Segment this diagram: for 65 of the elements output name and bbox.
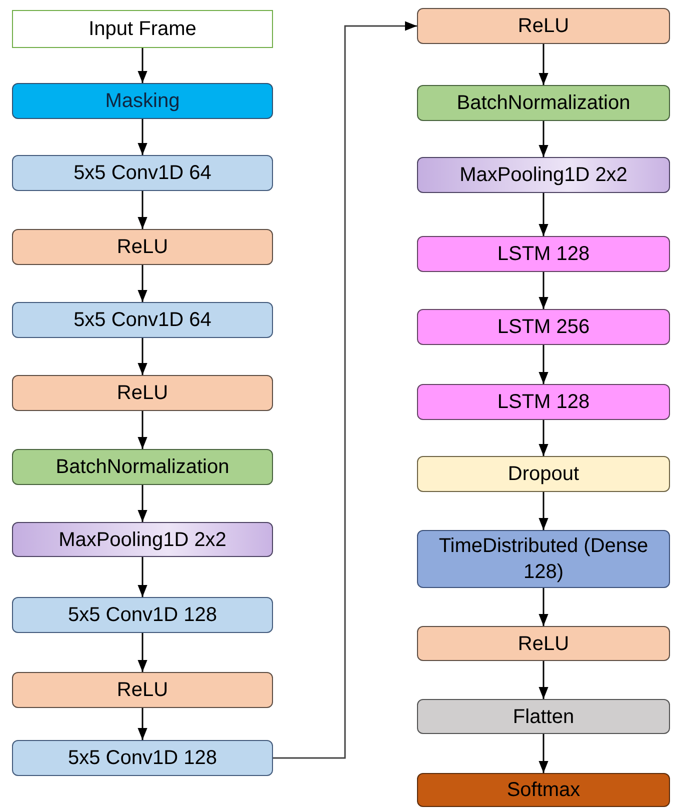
layer-box [417, 8, 670, 44]
layer-label: Softmax [506, 778, 582, 803]
layer-label: Input Frame [88, 17, 198, 42]
arrow [538, 345, 548, 384]
arrow [538, 492, 548, 530]
layer-label: TimeDistributed (Dense 128) [438, 534, 650, 585]
layer-label: 5x5 Conv1D 64 [72, 161, 212, 186]
layer-box [417, 530, 670, 588]
layer-label: Flatten [512, 704, 576, 730]
layer-box [417, 85, 670, 121]
arrow [138, 48, 148, 83]
layer-label: LSTM 256 [496, 315, 591, 340]
arrow [538, 44, 548, 85]
layer-label: ReLU [516, 632, 570, 656]
arrow [138, 557, 148, 597]
arrow [138, 485, 148, 522]
layer-box [417, 157, 670, 193]
layer-label: MaxPooling1D 2x2 [58, 528, 228, 552]
layer-label: BatchNormalization [54, 455, 230, 480]
layer-label: ReLU [516, 14, 570, 39]
layer-box [417, 626, 670, 661]
layer-label: Masking [104, 89, 181, 114]
arrow [538, 121, 548, 157]
arrow [138, 338, 148, 375]
layer-box [417, 309, 670, 345]
arrow [538, 272, 548, 309]
layer-label: Dropout [506, 462, 580, 487]
layer-label: ReLU [116, 235, 170, 260]
layer-box [12, 302, 273, 338]
arrow [538, 661, 548, 699]
layer-box [417, 236, 670, 272]
layer-box [417, 699, 670, 734]
layer-label: ReLU [116, 678, 170, 703]
arrow [138, 265, 148, 302]
layer-box [12, 522, 273, 557]
input-box [12, 10, 273, 48]
layer-box [12, 449, 273, 485]
layer-box [12, 229, 273, 265]
layer-label: 5x5 Conv1D 64 [72, 308, 212, 333]
layer-label: LSTM 128 [496, 390, 591, 415]
layer-label: BatchNormalization [456, 91, 632, 116]
arrow [138, 411, 148, 449]
arrow [138, 119, 148, 155]
layer-box [12, 740, 273, 776]
layer-box [12, 155, 273, 191]
layer-box [12, 672, 273, 708]
arrow [538, 734, 548, 773]
layer-box [417, 456, 670, 492]
layer-box [12, 597, 273, 633]
arrow [138, 633, 148, 672]
arrow [138, 708, 148, 740]
layer-label: MaxPooling1D 2x2 [458, 163, 628, 188]
layer-box [417, 773, 670, 807]
arrow [538, 420, 548, 456]
layer-label: 5x5 Conv1D 128 [67, 603, 218, 628]
layer-label: 5x5 Conv1D 128 [67, 746, 218, 771]
arrow [538, 588, 548, 626]
arrow [538, 193, 548, 236]
layer-label: ReLU [116, 381, 170, 406]
layer-box [12, 83, 273, 119]
arrow [138, 191, 148, 229]
arrow [273, 21, 417, 759]
layer-box [417, 384, 670, 420]
layer-box [12, 375, 273, 411]
layer-label: LSTM 128 [496, 242, 591, 267]
